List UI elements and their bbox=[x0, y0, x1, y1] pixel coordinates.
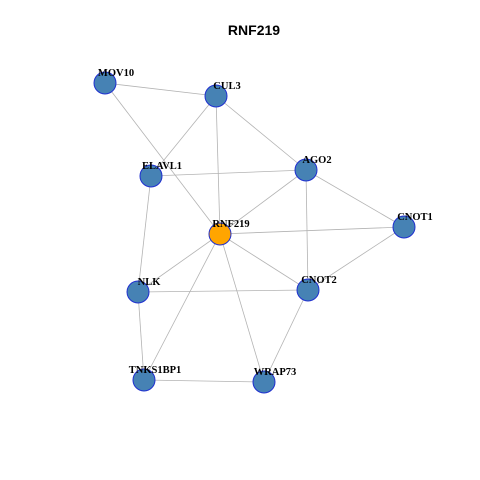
node-circle-tnks1bp1 bbox=[132, 368, 156, 392]
node-nlk: NLK bbox=[126, 277, 162, 304]
node-label-nlk: NLK bbox=[138, 277, 162, 288]
edge-rnf219-wrap73 bbox=[219, 233, 265, 383]
node-cnot1: CNOT1 bbox=[392, 212, 433, 239]
node-rnf219: RNF219 bbox=[208, 219, 250, 246]
node-label-cul3: CUL3 bbox=[213, 81, 240, 92]
edge-cnot1-cnot2 bbox=[307, 226, 405, 291]
node-circle-nlk bbox=[126, 280, 150, 304]
edge-nlk-cnot2 bbox=[137, 289, 309, 293]
edge-rnf219-cnot1 bbox=[219, 226, 405, 235]
node-circle-rnf219 bbox=[208, 222, 232, 246]
edge-rnf219-nlk bbox=[137, 233, 221, 293]
node-circle-cnot1 bbox=[392, 215, 416, 239]
edge-rnf219-cnot2 bbox=[219, 233, 309, 291]
node-circle-cul3 bbox=[204, 84, 228, 108]
edge-nlk-tnks1bp1 bbox=[137, 291, 145, 381]
node-elavl1: ELAVL1 bbox=[139, 161, 182, 188]
node-label-cnot1: CNOT1 bbox=[397, 212, 433, 223]
node-label-mov10: MOV10 bbox=[98, 68, 134, 79]
edge-ago2-cnot1 bbox=[305, 169, 405, 228]
node-circle-mov10 bbox=[93, 71, 117, 95]
node-circle-elavl1 bbox=[139, 164, 163, 188]
node-circle-cnot2 bbox=[296, 278, 320, 302]
node-label-cnot2: CNOT2 bbox=[301, 275, 337, 286]
diagram-title: RNF219 bbox=[228, 22, 280, 38]
edge-cul3-ago2 bbox=[215, 95, 307, 171]
edge-rnf219-tnks1bp1 bbox=[143, 233, 221, 381]
node-mov10: MOV10 bbox=[93, 68, 134, 95]
edge-mov10-rnf219 bbox=[104, 82, 221, 235]
edge-mov10-cul3 bbox=[104, 82, 217, 97]
node-cnot2: CNOT2 bbox=[296, 275, 337, 302]
node-label-wrap73: WRAP73 bbox=[254, 367, 297, 378]
edge-cul3-rnf219 bbox=[215, 95, 221, 235]
edge-tnks1bp1-wrap73 bbox=[143, 379, 265, 383]
edge-elavl1-nlk bbox=[137, 175, 152, 293]
node-ago2: AGO2 bbox=[294, 155, 332, 182]
node-label-tnks1bp1: TNKS1BP1 bbox=[129, 365, 182, 376]
node-cul3: CUL3 bbox=[204, 81, 241, 108]
edge-cul3-elavl1 bbox=[150, 95, 217, 177]
node-circle-ago2 bbox=[294, 158, 318, 182]
node-circle-wrap73 bbox=[252, 370, 276, 394]
node-label-ago2: AGO2 bbox=[302, 155, 331, 166]
edge-elavl1-ago2 bbox=[150, 169, 307, 177]
edges-group bbox=[104, 82, 405, 383]
edge-cnot2-wrap73 bbox=[263, 289, 309, 383]
edge-ago2-rnf219 bbox=[219, 169, 307, 235]
node-tnks1bp1: TNKS1BP1 bbox=[129, 365, 182, 392]
node-label-rnf219: RNF219 bbox=[212, 219, 249, 230]
edge-ago2-cnot2 bbox=[305, 169, 309, 291]
node-label-elavl1: ELAVL1 bbox=[142, 161, 182, 172]
node-wrap73: WRAP73 bbox=[252, 367, 297, 394]
